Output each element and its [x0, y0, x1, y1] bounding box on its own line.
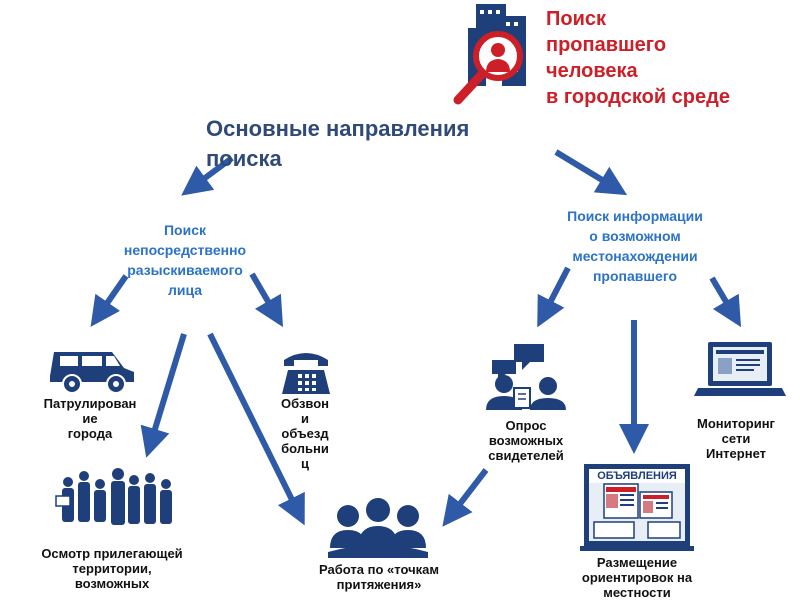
branch-line: Поиск информации [567, 208, 703, 224]
arrow-left-to-patrol [90, 274, 129, 327]
leaf-line: Работа по «точкам [319, 562, 439, 577]
title-line: Поиск [546, 8, 607, 30]
heading-line: поиска [206, 146, 282, 171]
leaf-line: Осмотр прилегающей [41, 546, 183, 561]
title-line: пропавшего [546, 34, 667, 56]
leaf-survey: Опрос возможных свидетелей [466, 418, 586, 463]
arrow-left-to-calls [249, 272, 284, 328]
leaf-inspection: Осмотр прилегающей территории, возможных [22, 546, 202, 591]
branch-line: лица [167, 282, 203, 298]
leaf-posting: Размещение ориентировок на местности [566, 555, 708, 600]
branch-line: непосредственно [123, 242, 247, 258]
dialogue-icon [486, 344, 566, 410]
leaf-line: Патрулирован [43, 396, 137, 411]
leaf-line: объезд [281, 426, 329, 441]
title: Поиск пропавшего человека в городской ср… [546, 6, 796, 110]
leaf-line: возможных [488, 433, 564, 448]
heading-line: Основные направления [206, 116, 470, 141]
leaf-internet: Мониторинг сети Интернет [686, 416, 786, 461]
leaf-line: ориентировок на [581, 570, 693, 585]
leaf-line: Обзвон [280, 396, 330, 411]
leaf-line: и [301, 411, 309, 426]
arrow-heading-to-left-branch [181, 155, 234, 196]
branch-line: разыскиваемого [127, 262, 243, 278]
arrow-heading-to-right-branch [554, 149, 628, 196]
telephone-icon [282, 353, 330, 394]
leaf-line: территории, [72, 561, 152, 576]
crowd-icon [55, 468, 172, 525]
leaf-line: притяжения» [336, 577, 422, 592]
branch-line: пропавшего [592, 268, 678, 284]
arrow-survey-to-hotspots [442, 468, 489, 527]
leaf-line: больни [281, 441, 329, 456]
suv-car-icon [50, 352, 134, 394]
laptop-icon [694, 342, 786, 396]
leaf-line: ц [301, 456, 309, 471]
leaf-line: Интернет [705, 446, 766, 461]
branch-line: местонахождении [572, 248, 698, 264]
leaf-line: местности [603, 585, 671, 600]
leaf-line: возможных [74, 576, 150, 591]
arrow-right-to-internet [709, 276, 742, 328]
leaf-line: Опрос [505, 418, 547, 433]
leaf-line: Мониторинг [697, 416, 775, 431]
branch-line: Поиск [163, 222, 206, 238]
leaf-line: ие [82, 411, 98, 426]
title-line: человека [546, 60, 638, 82]
arrow-left-to-hotspots [207, 332, 305, 526]
leaf-line: Размещение [596, 555, 678, 570]
leaf-line: свидетелей [488, 448, 564, 463]
board-label: ОБЪЯВЛЕНИЯ [589, 469, 685, 483]
arrow-right-to-survey [537, 266, 571, 328]
leaf-hotspots: Работа по «точкам притяжения» [304, 562, 454, 592]
title-line: в городской среде [546, 86, 730, 108]
leaf-patrol: Патрулирован ие города [30, 396, 150, 441]
arrow-left-to-inspection [140, 333, 187, 458]
branch-left: Поиск непосредственно разыскиваемого лиц… [90, 220, 280, 300]
leaf-calls: Обзвон и объезд больни ц [268, 396, 342, 471]
magnifier-person-icon [453, 4, 526, 105]
branch-line: о возможном [589, 228, 681, 244]
branch-right: Поиск информации о возможном местонахожд… [530, 206, 740, 286]
leaf-line: города [67, 426, 113, 441]
leaf-line: сети [721, 431, 751, 446]
group-icon [328, 498, 428, 558]
main-heading: Основные направления поиска [206, 114, 566, 174]
